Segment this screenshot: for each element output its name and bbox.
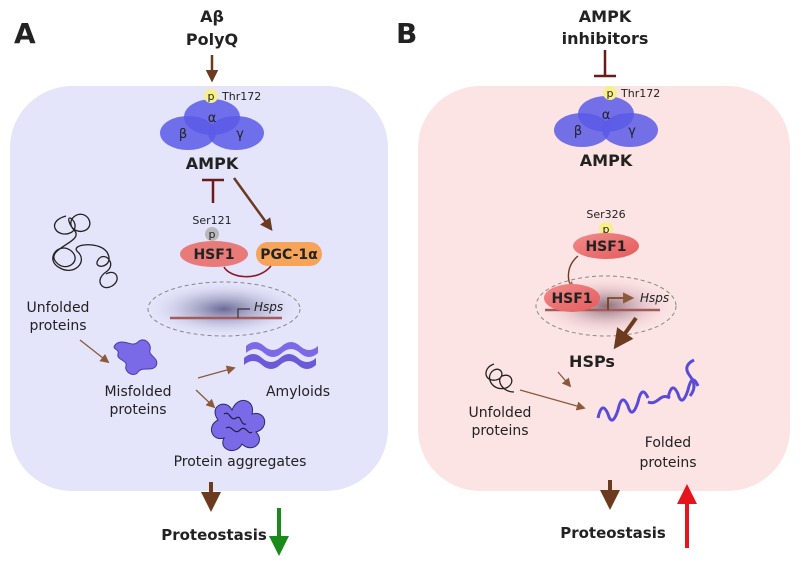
gamma-subunit	[208, 116, 264, 150]
hsf1-node-a	[180, 241, 248, 267]
proteostasis-label-a: Proteostasis	[161, 526, 267, 544]
beta-subunit-b	[554, 113, 610, 147]
misfolded-protein-icon	[113, 339, 158, 375]
ampk-label: AMPK	[186, 154, 239, 173]
beta-label-b: β	[574, 124, 582, 139]
phospho-mark-label: p	[208, 90, 215, 103]
pgc1a-node	[256, 242, 322, 266]
hsps-expression-arrow	[613, 316, 638, 350]
folded-label-1: Folded	[645, 435, 691, 451]
ser121-label: Ser121	[192, 214, 231, 227]
hsps-label: HSPs	[569, 352, 615, 371]
hsps-to-folding-arrow	[557, 371, 572, 388]
alpha-label-b: α	[602, 108, 611, 123]
beta-label: β	[179, 127, 187, 142]
panel-a-letter: A	[14, 17, 36, 50]
ser326-label: Ser326	[586, 208, 625, 221]
hsf1-bound-node	[544, 284, 600, 312]
hsf1-pgc-link	[223, 265, 272, 278]
promoter-b	[607, 292, 635, 310]
pgc1a-label: PGC-1α	[260, 247, 318, 263]
unfolded-label-b-2: proteins	[471, 423, 528, 439]
panel-a: A Aβ PolyQ α β γ p Thr172 AMPK Ser121 p …	[10, 7, 388, 556]
folded-label-2: proteins	[639, 455, 696, 471]
unfolded-to-misfolded-arrow	[79, 339, 110, 364]
hsf1-label-b: HSF1	[585, 239, 626, 255]
phospho-ser-mark: p	[209, 228, 216, 241]
activate-pgc-arrow	[232, 177, 273, 232]
misfolded-to-aggregate-arrow	[195, 389, 216, 409]
protein-aggregate-icon	[210, 400, 266, 452]
phospho-thr172-marker	[204, 89, 218, 103]
hsf1-label-a: HSF1	[193, 247, 234, 263]
nucleus-a	[147, 281, 301, 337]
ampk-complex-b: α β γ p Thr172 AMPK	[554, 86, 660, 170]
unfolded-label-a-1: Unfolded	[27, 300, 90, 316]
unfolded-protein-icon-b	[485, 363, 515, 393]
unfolded-label-b-1: Unfolded	[469, 405, 532, 421]
panel-b-letter: B	[396, 17, 417, 50]
gamma-label: γ	[236, 127, 244, 142]
misfolded-to-amyloid-arrow	[197, 365, 236, 379]
unfolded-label-a-2: proteins	[29, 318, 86, 334]
gamma-label-b: γ	[628, 124, 636, 139]
stimulus-inhibitors-label: inhibitors	[562, 29, 649, 48]
proteostasis-down-arrow	[269, 508, 289, 556]
ampk-label-b: AMPK	[580, 151, 633, 170]
hsps-gene-label-b: Hsps	[640, 291, 669, 305]
amyloid-fibrils-icon	[244, 342, 318, 369]
phospho-ser326-marker	[599, 222, 613, 236]
stimulus-abeta-label: Aβ	[200, 7, 224, 26]
beta-subunit	[160, 116, 216, 150]
misfolded-label-2: proteins	[109, 402, 166, 418]
phospho-ser-mark-b: p	[603, 223, 610, 236]
promoter-a	[237, 308, 250, 318]
ampk-complex-a: α β γ p Thr172 AMPK	[160, 89, 264, 173]
phospho-mark-label-b: p	[607, 87, 614, 100]
panel-b: B AMPK inhibitors α β γ p Thr172 AMPK Se…	[396, 7, 790, 548]
stimulus-ampk-label: AMPK	[579, 7, 632, 26]
thr172-label-b: Thr172	[620, 87, 660, 100]
hsf1-bound-label: HSF1	[551, 291, 592, 307]
hsps-gene-label-a: Hsps	[254, 300, 283, 314]
stimulus-polyq-label: PolyQ	[186, 30, 238, 49]
thr172-label: Thr172	[221, 90, 261, 103]
alpha-label: α	[208, 111, 217, 126]
amyloids-label: Amyloids	[266, 384, 330, 400]
proteostasis-up-arrow	[677, 484, 697, 548]
folded-protein-icon	[596, 358, 700, 422]
phospho-ser121-marker	[205, 227, 219, 241]
gamma-subunit-b	[602, 113, 658, 147]
hsf1-node-b	[573, 233, 639, 259]
unfolded-to-folded-arrow	[519, 389, 586, 411]
misfolded-label-1: Misfolded	[104, 384, 171, 400]
unfolded-protein-tangle-a	[52, 213, 118, 289]
phospho-thr172-marker-b	[603, 86, 617, 100]
aggregates-label: Protein aggregates	[174, 454, 307, 470]
proteostasis-label-b: Proteostasis	[560, 524, 666, 542]
